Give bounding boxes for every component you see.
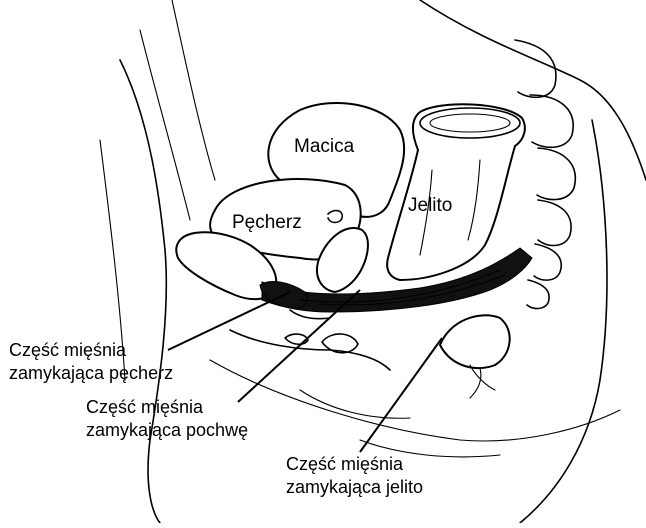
leader-bowel-muscle: [360, 338, 442, 452]
callout-bladder-line2: zamykająca pęcherz: [9, 363, 173, 383]
callout-bowel-line2: zamykająca jelito: [286, 477, 423, 497]
bowel-shape: [387, 104, 525, 280]
label-bladder: Pęcherz: [232, 212, 302, 233]
label-uterus: Macica: [294, 136, 355, 157]
leader-bladder-muscle: [168, 292, 290, 350]
callout-vagina-muscle: Część mięśnia zamykająca pochwę: [86, 397, 248, 440]
callout-bowel-line1: Część mięśnia: [286, 454, 404, 474]
perineum: [230, 310, 390, 370]
callout-vagina-line1: Część mięśnia: [86, 397, 204, 417]
callout-bowel-muscle: Część mięśnia zamykająca jelito: [286, 454, 423, 497]
callout-bladder-line1: Część mięśnia: [9, 340, 127, 360]
label-bowel: Jelito: [408, 195, 452, 216]
callout-vagina-line2: zamykająca pochwę: [86, 420, 248, 440]
anal-opening: [440, 315, 510, 398]
callout-bladder-muscle: Część mięśnia zamykająca pęcherz: [9, 340, 173, 383]
